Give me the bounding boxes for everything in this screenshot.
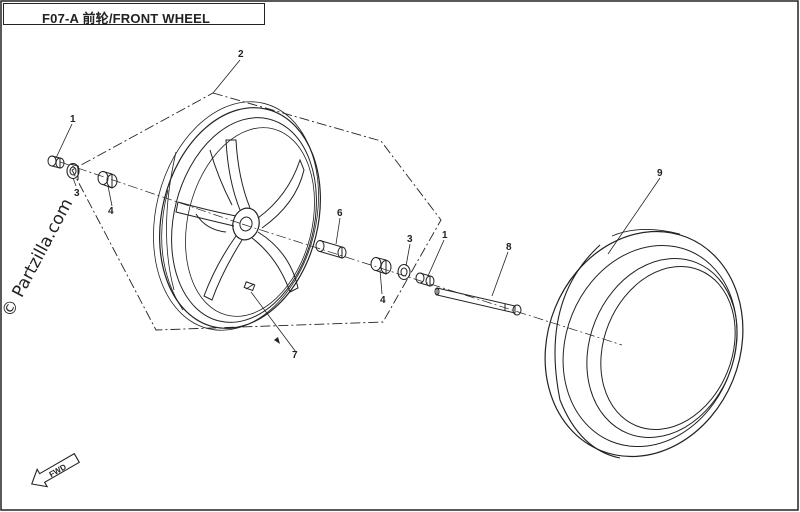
callout-7: 7 [292, 350, 298, 361]
front-tire [544, 229, 744, 459]
fwd-direction-arrow: FWD [31, 452, 81, 488]
callout-1-right: 1 [442, 230, 448, 241]
front-rim [153, 101, 321, 331]
bushing-left [47, 155, 65, 169]
callout-3-left: 3 [74, 188, 80, 199]
oil-seal-right [397, 263, 411, 281]
axle-centerline-right [241, 223, 623, 346]
valve-stem [243, 281, 256, 292]
front-axle [434, 287, 522, 316]
callout-3-right: 3 [407, 234, 413, 245]
bearing-left [97, 171, 118, 189]
title-box: F07-A 前轮/FRONT WHEEL [3, 3, 265, 26]
wheel-assembly-outline [71, 92, 442, 331]
bearing-right [370, 257, 392, 275]
callout-2: 2 [238, 49, 244, 60]
wheel-hub [232, 207, 260, 241]
bushing-right [415, 272, 435, 287]
callout-4-right: 4 [380, 295, 386, 306]
callout-9: 9 [657, 168, 663, 179]
callout-4-left: 4 [108, 206, 114, 217]
page-title: F07-A 前轮/FRONT WHEEL [42, 11, 211, 26]
callout-1-left: 1 [70, 114, 76, 125]
axle-centerline-left [59, 161, 243, 225]
distance-collar [315, 240, 347, 259]
callout-6: 6 [337, 208, 343, 219]
leader-lines [55, 59, 661, 353]
wheel-spokes [175, 139, 305, 301]
callout-8: 8 [506, 242, 512, 253]
